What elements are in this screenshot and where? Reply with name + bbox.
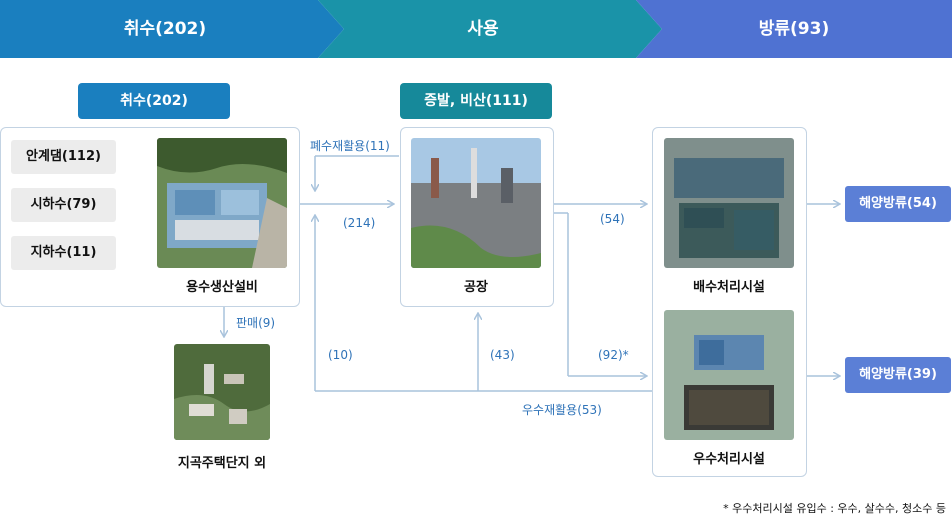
intake-tag: 취수(202): [78, 83, 230, 119]
stormwater-caption: 우수처리시설: [693, 452, 765, 467]
waste-recycle-flow-label: 폐수재활용(11): [310, 139, 390, 153]
source-item: 지하수(11): [11, 236, 116, 270]
residential-caption: 지곡주택단지 외: [177, 456, 267, 471]
to-wastewater-flow-label: (54): [600, 212, 625, 226]
banner-discharge-arrow: [636, 0, 952, 58]
to-factory-flow-label: (214): [343, 216, 376, 230]
treatment-panel: 배수처리시설 우수처리시설: [652, 127, 807, 477]
wastewater-caption: 배수처리시설: [693, 280, 765, 295]
banner-use-label: 사용: [467, 19, 499, 39]
footnote: * 우수처리시설 유입수 : 우수, 살수수, 청소수 등: [723, 502, 946, 515]
intake-panel: 안계댐(112) 시하수(79) 지하수(11) 용수생산설비: [0, 127, 300, 307]
return-left-flow-label: (10): [328, 348, 353, 362]
process-banner: [0, 0, 952, 58]
factory-caption: 공장: [464, 280, 488, 295]
banner-intake-label: 취수(202): [123, 19, 207, 39]
source-item: 안계댐(112): [11, 140, 116, 174]
factory-panel: 공장: [400, 127, 554, 307]
stormwater-photo: [664, 310, 794, 440]
source-item: 시하수(79): [11, 188, 116, 222]
factory-photo: [411, 138, 541, 268]
banner-intake-arrow: [0, 0, 344, 58]
sea-discharge-1: 해양방류(54): [845, 186, 951, 222]
wastewater-photo: [664, 138, 794, 268]
banner-discharge-label: 방류(93): [758, 19, 830, 39]
banner-use-arrow: [318, 0, 662, 58]
to-stormwater-flow-label: (92)*: [598, 348, 629, 362]
water-plant-caption: 용수생산설비: [186, 280, 258, 295]
water-plant-photo: [157, 138, 287, 268]
sea-discharge-2: 해양방류(39): [845, 357, 951, 393]
storm-recycle-flow-label: 우수재활용(53): [522, 403, 602, 417]
evaporation-tag: 증발, 비산(111): [400, 83, 552, 119]
return-mid-flow-label: (43): [490, 348, 515, 362]
sale-flow-label: 판매(9): [236, 316, 276, 330]
residential-photo: [174, 344, 270, 440]
